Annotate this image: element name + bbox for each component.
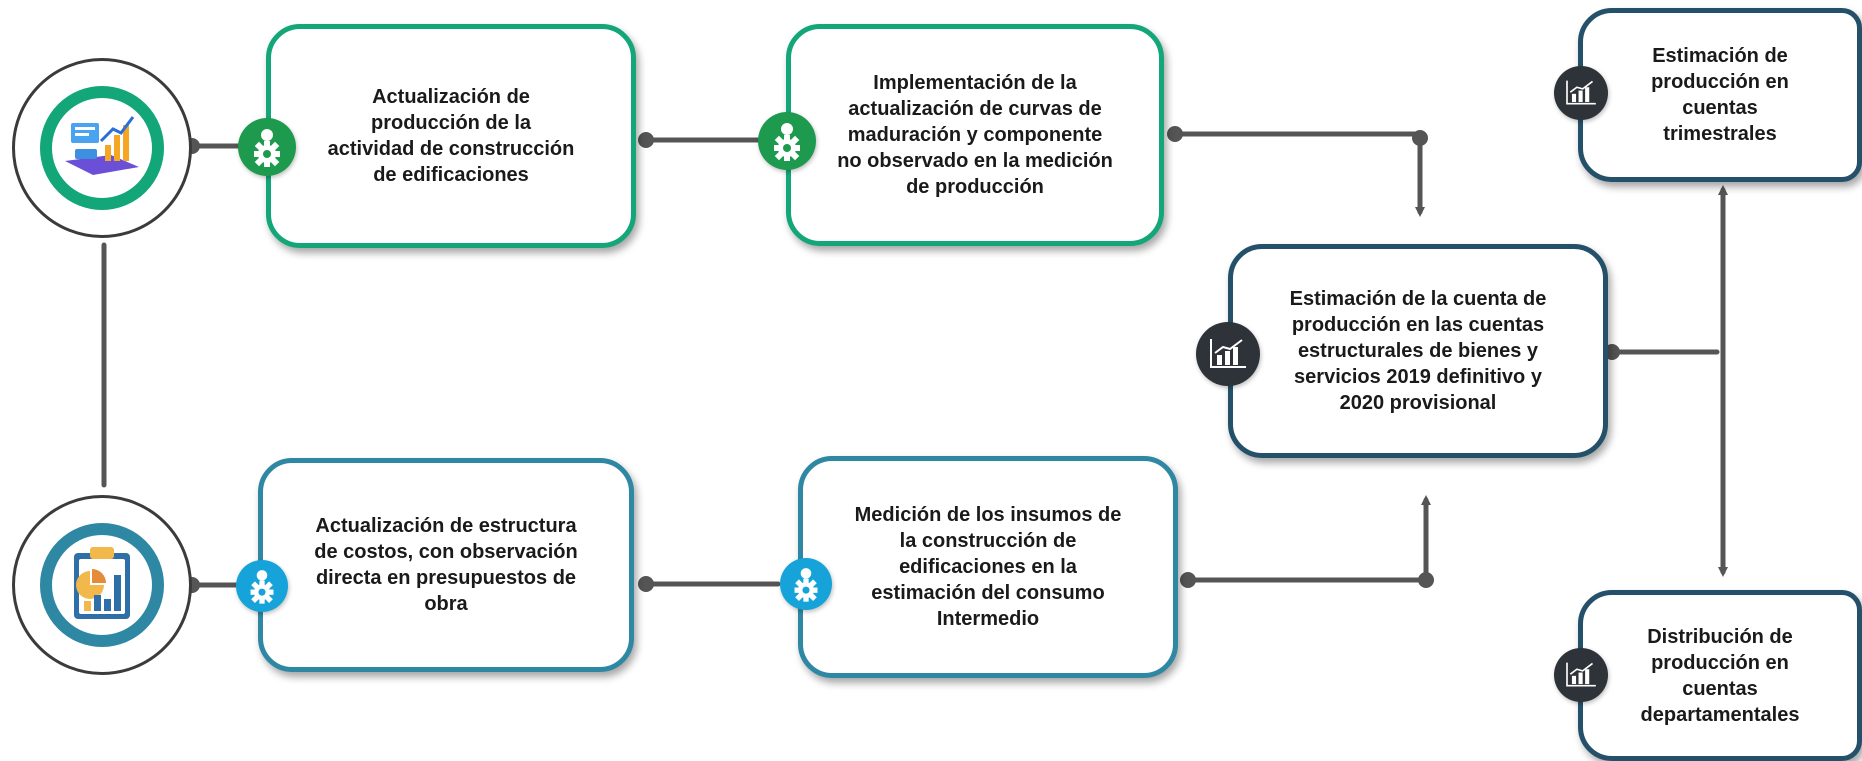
node-bottom-middle-text: Medición de los insumos de la construcci… xyxy=(854,504,1122,630)
connector-top-to-center xyxy=(1172,131,1425,217)
connector-dot xyxy=(638,576,654,592)
node-top-left: Actualización de producción de la activi… xyxy=(266,24,636,248)
connector-bottom-to-center xyxy=(1182,495,1431,583)
node-center-right: Estimación de la cuenta de producción en… xyxy=(1228,244,1608,458)
start-circle-bottom xyxy=(12,495,192,675)
gear-person-icon xyxy=(758,112,816,170)
node-bottom-middle: Medición de los insumos de la construcci… xyxy=(798,456,1178,678)
node-bottom-left: Actualización de estructura de costos, c… xyxy=(258,458,634,672)
gear-person-icon xyxy=(780,558,832,610)
clipboard-report-icon xyxy=(70,545,134,626)
node-far-right-bottom: Distribución de producción en cuentas de… xyxy=(1578,590,1862,761)
node-far-right-top-text: Estimación de producción en cuentas trim… xyxy=(1651,45,1789,145)
analytics-dashboard-icon xyxy=(61,111,143,186)
gear-person-icon xyxy=(236,560,288,612)
start-circle-top xyxy=(12,58,192,238)
bar-chart-icon xyxy=(1196,322,1260,386)
connector-dot xyxy=(638,132,654,148)
node-center-right-text: Estimación de la cuenta de producción en… xyxy=(1289,288,1547,414)
bar-chart-icon xyxy=(1554,66,1608,120)
bar-chart-icon xyxy=(1554,648,1608,702)
gear-person-icon xyxy=(238,118,296,176)
connector-dot xyxy=(1412,130,1428,146)
node-bottom-left-text: Actualización de estructura de costos, c… xyxy=(314,515,578,615)
node-far-right-bottom-text: Distribución de producción en cuentas de… xyxy=(1640,625,1800,726)
connector-dot xyxy=(1604,344,1620,360)
connector-dot xyxy=(1180,572,1196,588)
start-ring-top xyxy=(40,86,164,210)
start-ring-bottom xyxy=(40,523,164,647)
connector-dot xyxy=(1167,126,1183,142)
node-top-middle: Implementación de la actualización de cu… xyxy=(786,24,1164,246)
node-top-left-text: Actualización de producción de la activi… xyxy=(327,86,575,186)
node-top-middle-text: Implementación de la actualización de cu… xyxy=(837,72,1113,198)
node-far-right-top: Estimación de producción en cuentas trim… xyxy=(1578,8,1862,182)
connector-dot xyxy=(1418,572,1434,588)
